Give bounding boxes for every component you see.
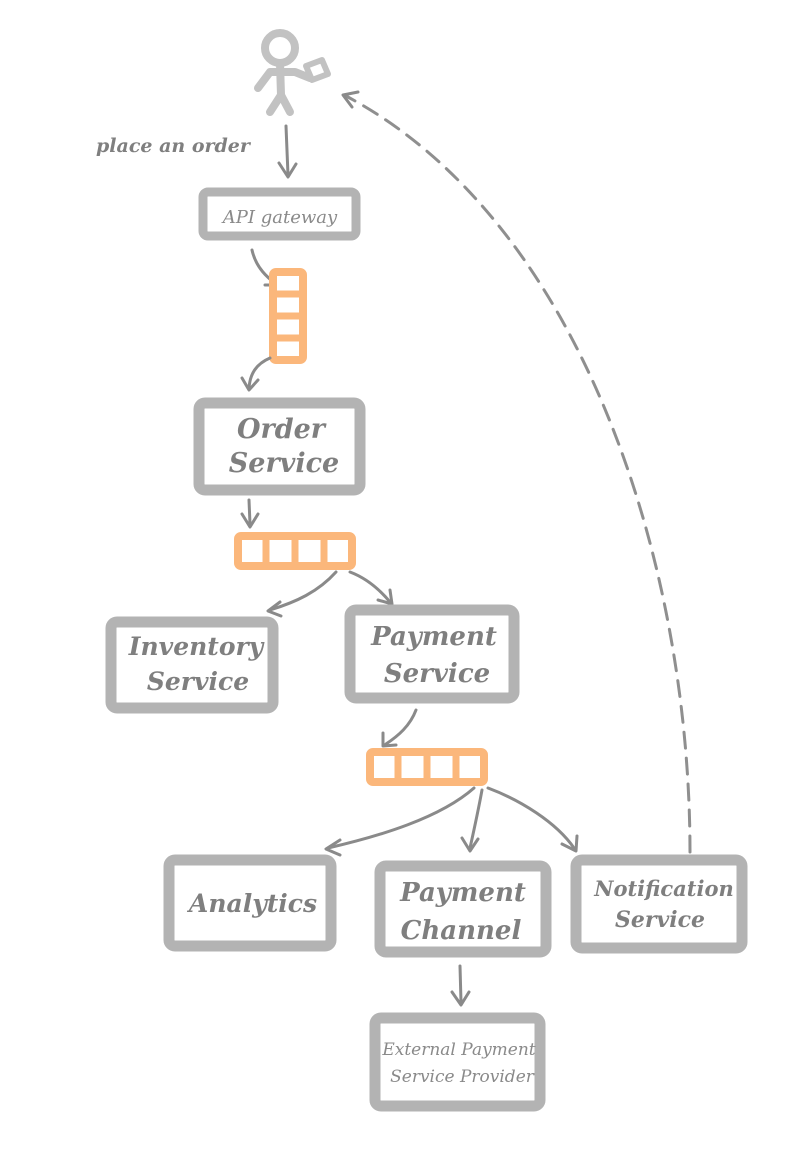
arrow-queue-to-channel bbox=[460, 788, 484, 853]
message-queue-3 bbox=[366, 748, 488, 786]
inventory-service-box: Inventory Service bbox=[105, 616, 279, 714]
payment-channel-box: Payment Channel bbox=[374, 860, 552, 958]
inventory-service-label-line2: Service bbox=[147, 667, 249, 696]
payment-service-label-line1: Payment bbox=[370, 622, 497, 652]
arrow-order-to-queue bbox=[240, 498, 260, 529]
order-service-label-line2: Service bbox=[229, 448, 339, 479]
inventory-service-label-line1: Inventory bbox=[128, 632, 265, 661]
external-provider-label-line1: External Payment bbox=[381, 1040, 535, 1060]
api-gateway-box: API gateway bbox=[198, 187, 361, 241]
api-gateway-label: API gateway bbox=[221, 207, 338, 228]
arrow-queue-to-analytics bbox=[324, 786, 476, 857]
message-queue-1 bbox=[269, 268, 307, 364]
arrow-queue-to-inventory bbox=[266, 570, 338, 618]
payment-channel-label-line1: Payment bbox=[399, 878, 526, 908]
order-service-label-line1: Order bbox=[237, 414, 327, 445]
arrow-actor-to-gateway bbox=[277, 124, 298, 179]
arrow-payment-to-queue bbox=[381, 708, 418, 748]
arrow-queue-to-notification bbox=[486, 786, 579, 853]
place-order-label: place an order bbox=[96, 135, 252, 157]
notification-service-box: Notification Service bbox=[570, 854, 748, 954]
arrow-queue-to-payment bbox=[348, 570, 394, 606]
external-provider-label-line2: Service Provider bbox=[390, 1067, 535, 1087]
payment-service-box: Payment Service bbox=[344, 604, 520, 704]
payment-channel-label-line2: Channel bbox=[401, 916, 522, 946]
notification-to-user-dashed-arrow bbox=[341, 90, 692, 854]
payment-service-label-line2: Service bbox=[384, 659, 490, 689]
analytics-box: Analytics bbox=[163, 854, 337, 952]
notification-service-label-line2: Service bbox=[615, 907, 705, 933]
order-service-box: Order Service bbox=[193, 397, 366, 496]
message-queue-2 bbox=[234, 532, 356, 570]
notification-service-label-line1: Notification bbox=[593, 876, 734, 901]
arrow-channel-to-provider bbox=[450, 964, 471, 1007]
analytics-label: Analytics bbox=[187, 889, 317, 918]
external-provider-box: External Payment Service Provider bbox=[369, 1012, 546, 1112]
arrow-queue-to-order bbox=[240, 356, 272, 392]
user-actor-icon bbox=[254, 29, 331, 116]
